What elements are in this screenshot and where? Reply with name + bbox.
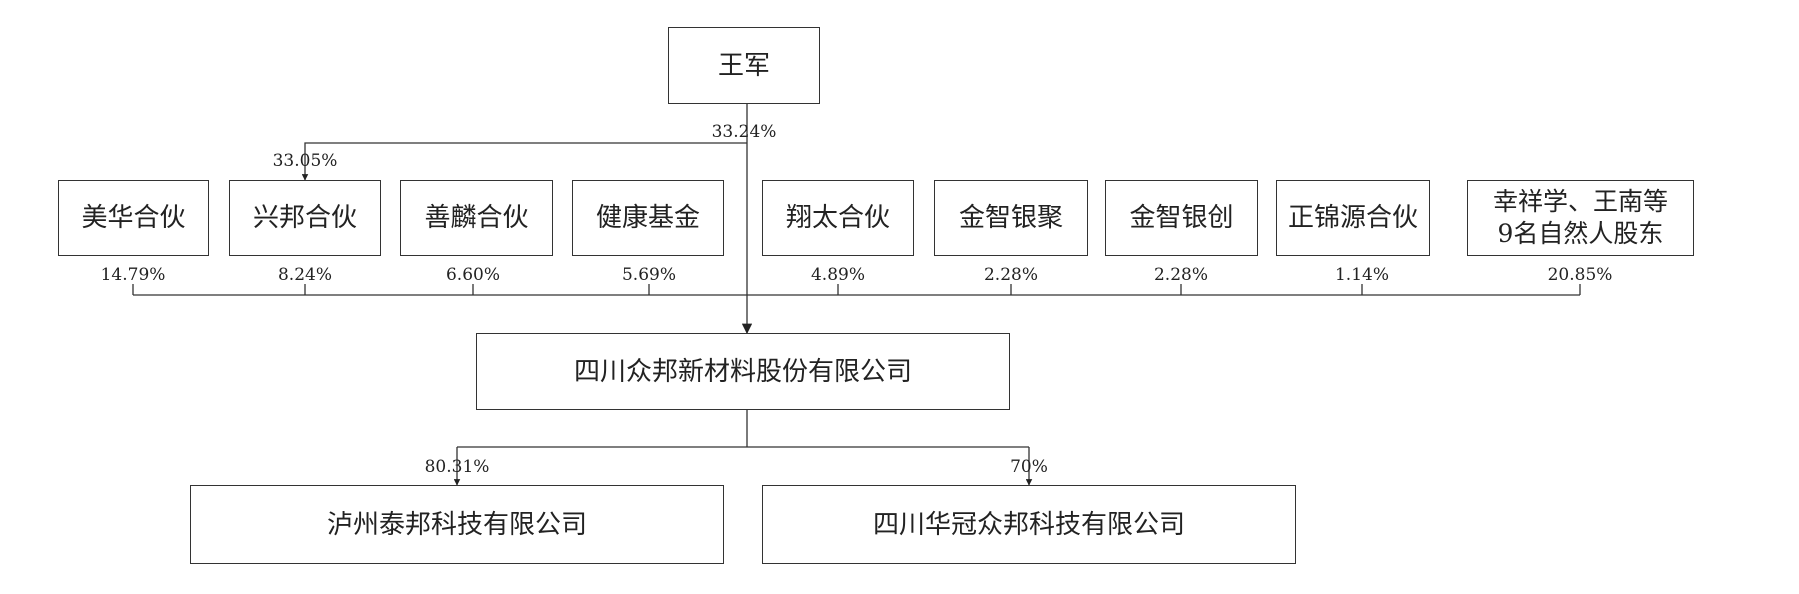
shareholder-box: 健康基金: [572, 180, 724, 256]
shareholder-pct: 8.24%: [277, 265, 333, 285]
shareholder-pct: 1.14%: [1334, 265, 1390, 285]
shareholder-pct: 5.69%: [621, 265, 677, 285]
shareholder-box: 善麟合伙: [400, 180, 553, 256]
shareholder-box-wangjun: 王军: [668, 27, 820, 104]
pct-wangjun-xingbang: 33.05%: [272, 151, 338, 171]
shareholder-pct: 2.28%: [1153, 265, 1209, 285]
shareholder-box: 美华合伙: [58, 180, 209, 256]
line-wangjun-xingbang: [301, 142, 747, 181]
shareholder-box: 金智银聚: [934, 180, 1088, 256]
subsidiary-pct: 70%: [1010, 457, 1048, 477]
shareholder-pct: 2.28%: [983, 265, 1039, 285]
shareholder-box: 兴邦合伙: [229, 180, 381, 256]
shareholder-pct: 14.79%: [100, 265, 166, 285]
shareholder-pct: 4.89%: [810, 265, 866, 285]
shareholder-box: 翔太合伙: [762, 180, 914, 256]
subsidiary-box: 四川华冠众邦科技有限公司: [762, 485, 1296, 564]
subsidiary-box: 泸州泰邦科技有限公司: [190, 485, 724, 564]
shareholder-box: 金智银创: [1105, 180, 1258, 256]
shareholder-pct: 6.60%: [445, 265, 501, 285]
subsidiary-pct: 80.31%: [424, 457, 490, 477]
shareholder-box: 正锦源合伙: [1276, 180, 1430, 256]
pct-wangjun-company: 33.24%: [711, 122, 777, 142]
shareholder-box: 幸祥学、王南等 9名自然人股东: [1467, 180, 1694, 256]
shareholder-pct: 20.85%: [1547, 265, 1613, 285]
company-box: 四川众邦新材料股份有限公司: [476, 333, 1010, 410]
